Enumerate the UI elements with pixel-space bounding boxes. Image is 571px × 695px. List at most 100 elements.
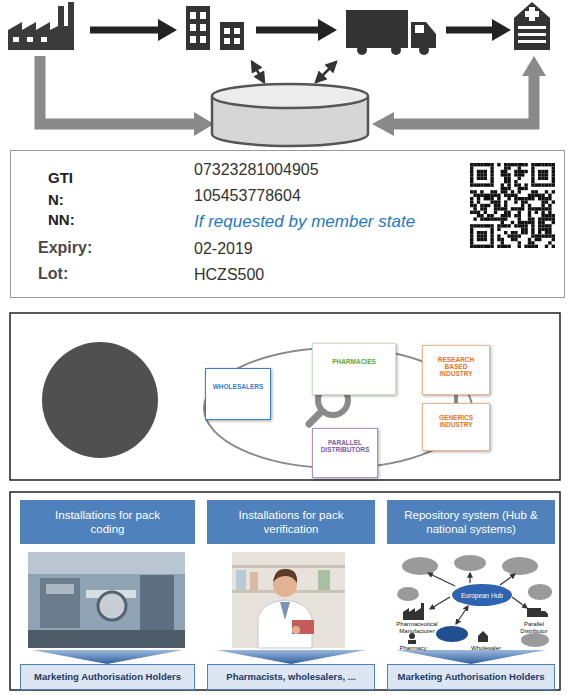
qr-code xyxy=(514,170,517,173)
qr-code xyxy=(504,180,507,183)
node-text: Installations for pack coding xyxy=(52,508,164,537)
coding-machine-photo xyxy=(140,575,174,635)
qr-code xyxy=(541,194,544,197)
responsibility-box: Marketing Authorisation Holders xyxy=(20,664,195,690)
qr-code xyxy=(514,197,517,200)
qr-code xyxy=(484,224,487,227)
qr-code xyxy=(552,245,555,248)
node-text: Repository system (Hub & national system… xyxy=(393,508,549,537)
qr-code xyxy=(467,160,558,251)
qr-code xyxy=(538,194,541,197)
qr-code xyxy=(497,207,500,210)
qr-code xyxy=(541,177,544,180)
qr-code xyxy=(531,207,534,210)
pharmacist-photo xyxy=(292,626,300,634)
qr-code xyxy=(531,180,534,183)
node-text: Installations for pack verification xyxy=(235,508,347,537)
qr-code xyxy=(470,180,473,183)
column-header: Installations for pack coding xyxy=(20,500,195,544)
qr-code xyxy=(518,211,521,214)
qr-code xyxy=(538,163,541,166)
flow-arrow xyxy=(90,27,160,34)
qr-code xyxy=(545,207,548,210)
qr-code xyxy=(473,224,476,227)
qr-code xyxy=(545,173,548,176)
qr-code xyxy=(528,211,531,214)
repository-network-picture xyxy=(408,640,416,644)
qr-code xyxy=(504,231,507,234)
truck-icon xyxy=(346,10,436,55)
down-arrow xyxy=(32,650,183,664)
qr-code xyxy=(545,197,548,200)
factory-icon xyxy=(27,37,33,42)
qr-code xyxy=(528,238,531,241)
qr-code xyxy=(514,194,517,197)
pharmacy-icon xyxy=(518,26,546,29)
qr-code xyxy=(541,228,544,231)
qr-code xyxy=(521,197,524,200)
qr-code xyxy=(524,163,527,166)
qr-code xyxy=(541,173,544,176)
qr-code xyxy=(494,217,497,220)
qr-code xyxy=(538,183,541,186)
qr-code xyxy=(477,211,480,214)
qr-code xyxy=(470,200,473,203)
qr-code xyxy=(490,234,493,237)
coding-machine-photo xyxy=(46,584,74,594)
qr-code xyxy=(497,194,500,197)
qr-code xyxy=(514,183,517,186)
qr-code xyxy=(528,245,531,248)
node-text: PARALLEL DISTRIBUTORS xyxy=(316,439,374,453)
qr-code xyxy=(514,173,517,176)
qr-code xyxy=(518,224,521,227)
qr-code xyxy=(552,200,555,203)
truck-icon xyxy=(415,25,424,33)
flow-arrow xyxy=(158,19,177,41)
qr-code xyxy=(470,211,473,214)
qr-code xyxy=(484,211,487,214)
qr-code xyxy=(548,163,551,166)
node-text: Marketing Authorisation Holders xyxy=(34,672,181,682)
qr-code xyxy=(501,214,504,217)
repository-network-picture xyxy=(512,597,527,608)
wholesaler-building-icon xyxy=(190,36,196,43)
qr-code xyxy=(538,234,541,237)
qr-code xyxy=(552,180,555,183)
qr-code xyxy=(524,224,527,227)
qr-code xyxy=(545,217,548,220)
qr-code xyxy=(521,163,524,166)
qr-code xyxy=(511,234,514,237)
qr-code xyxy=(470,231,473,234)
stakeholder-note: PHARMACIES xyxy=(312,343,396,395)
qr-code xyxy=(477,234,480,237)
qr-code xyxy=(470,228,473,231)
qr-code xyxy=(548,214,551,217)
responsibility-box: Pharmacists, wholesalers, ... xyxy=(207,664,375,690)
qr-code xyxy=(490,214,493,217)
qr-code xyxy=(473,183,476,186)
qr-code xyxy=(514,231,517,234)
qr-code xyxy=(477,173,480,176)
truck-icon xyxy=(411,22,436,48)
label-field: Lot: xyxy=(38,265,68,283)
qr-code xyxy=(487,183,490,186)
qr-code xyxy=(507,234,510,237)
qr-code xyxy=(484,217,487,220)
qr-code xyxy=(531,221,534,224)
qr-code xyxy=(541,170,544,173)
pharmacy-icon xyxy=(514,2,550,50)
qr-code xyxy=(470,204,473,207)
qr-code xyxy=(518,190,521,193)
repository-network-picture xyxy=(402,557,438,575)
qr-code xyxy=(531,245,534,248)
qr-code xyxy=(480,238,483,241)
qr-code xyxy=(487,194,490,197)
qr-code xyxy=(511,163,514,166)
qr-code xyxy=(541,204,544,207)
qr-code xyxy=(541,211,544,214)
qr-code xyxy=(480,173,483,176)
repository-network-picture xyxy=(436,626,468,642)
qr-code xyxy=(490,197,493,200)
qr-code xyxy=(528,204,531,207)
